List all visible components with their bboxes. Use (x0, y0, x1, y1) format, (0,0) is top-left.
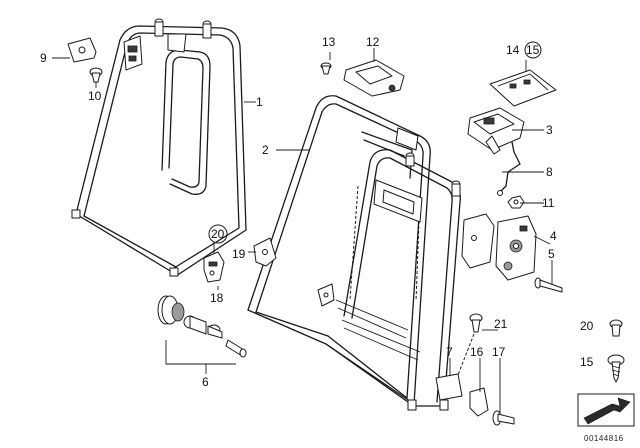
legend-screw-15 (607, 354, 625, 383)
label-7: 7 (446, 345, 453, 359)
label-20: 20 (211, 227, 225, 241)
label-3: 3 (546, 123, 553, 137)
label-9: 9 (40, 51, 47, 65)
screw-small (320, 62, 332, 75)
bushing-set (157, 295, 247, 358)
backrest-frame-right (247, 95, 461, 411)
label-6: 6 (202, 375, 209, 389)
legend-label-20: 20 (580, 319, 594, 333)
lock-mechanism (467, 107, 525, 155)
label-21: 21 (494, 317, 508, 331)
label-1: 1 (256, 95, 263, 109)
label-15: 15 (526, 43, 540, 57)
legend-label-15: 15 (580, 355, 594, 369)
lower-screw (469, 313, 483, 333)
label-4: 4 (550, 229, 557, 243)
label-13: 13 (322, 35, 336, 49)
legend-nut-20 (609, 319, 623, 337)
label-12: 12 (366, 35, 380, 49)
label-5: 5 (548, 247, 555, 261)
label-19: 19 (232, 247, 246, 261)
bowden-cable (497, 141, 521, 196)
handle-bracket (343, 59, 405, 97)
label-17: 17 (492, 345, 506, 359)
label-8: 8 (546, 165, 553, 179)
label-10: 10 (88, 89, 102, 103)
label-18: 18 (210, 291, 224, 305)
lock-unit (461, 213, 537, 281)
bracket-lower (469, 387, 489, 417)
circle-15 (524, 41, 542, 59)
circle-20 (208, 224, 228, 244)
screw-left (89, 67, 103, 83)
reference-number: 00144816 (584, 434, 624, 443)
bolt (534, 277, 563, 293)
nut (507, 195, 525, 209)
lock-plate (489, 69, 557, 107)
leader-lines (52, 48, 553, 414)
label-16: 16 (470, 345, 484, 359)
label-2: 2 (262, 143, 269, 157)
label-14: 14 (506, 43, 520, 57)
label-11: 11 (542, 196, 555, 210)
cable-tie (435, 333, 475, 401)
clip-bracket (67, 37, 97, 63)
cable-clip (203, 251, 225, 283)
backrest-frame-left (71, 18, 247, 277)
bolt-lower (492, 410, 515, 426)
reference-arrow-box (577, 393, 635, 427)
